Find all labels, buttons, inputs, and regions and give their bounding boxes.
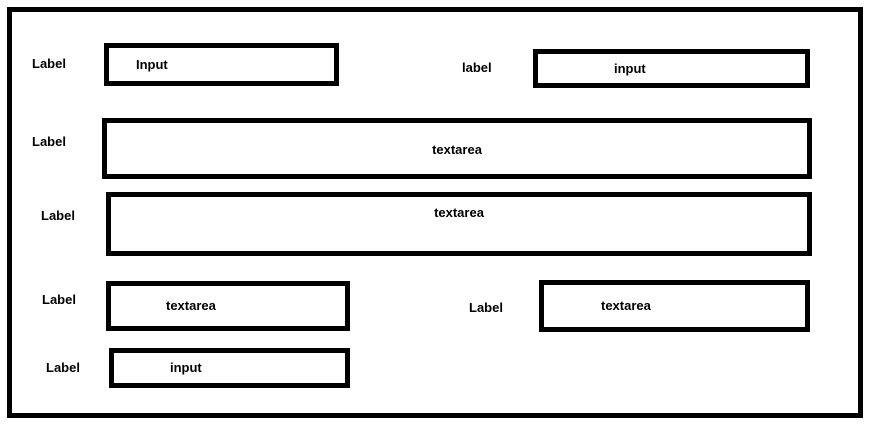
row1-right-input-text: input (614, 60, 646, 76)
row2-textarea[interactable]: textarea (102, 118, 812, 179)
row4-right-textarea-text: textarea (601, 298, 651, 313)
row2-textarea-text: textarea (432, 141, 482, 157)
row4-right-textarea[interactable]: textarea (539, 280, 810, 332)
row4-right-label: Label (469, 300, 503, 315)
row1-right-label: label (462, 60, 492, 75)
row1-left-input-text: Input (136, 56, 168, 72)
row4-left-label: Label (42, 292, 76, 307)
row2-label: Label (32, 134, 66, 149)
row5-input-text: input (170, 360, 202, 375)
row1-left-label: Label (32, 56, 66, 71)
row5-input[interactable]: input (109, 348, 350, 388)
row1-right-input[interactable]: input (533, 49, 810, 88)
row5-label: Label (46, 360, 80, 375)
row4-left-textarea-text: textarea (166, 298, 216, 313)
row3-textarea[interactable]: textarea (106, 192, 812, 256)
row3-label: Label (41, 208, 75, 223)
row4-left-textarea[interactable]: textarea (106, 281, 350, 331)
row3-textarea-text: textarea (434, 205, 484, 220)
row1-left-input[interactable]: Input (104, 43, 339, 86)
